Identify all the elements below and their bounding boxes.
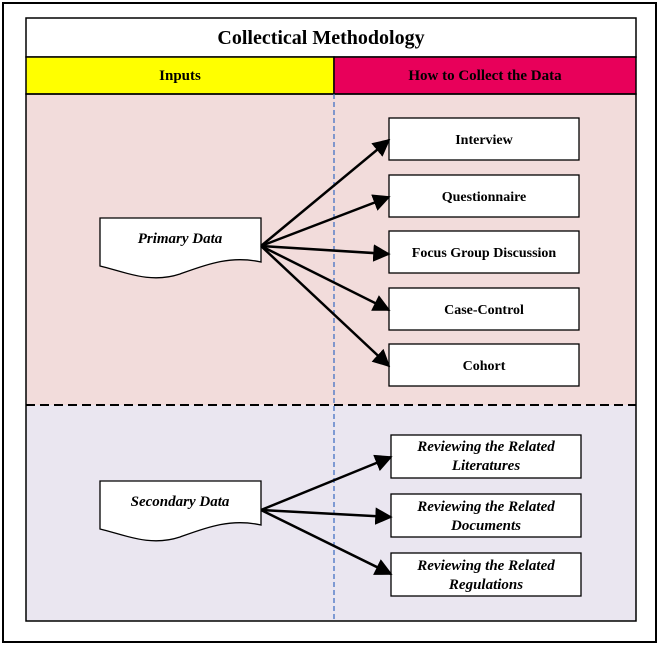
arrow-icon	[260, 138, 391, 247]
method-label-line1: Reviewing the Related	[416, 558, 555, 574]
method-label-line1: Reviewing the Related	[416, 439, 555, 455]
secondary-data-label: Secondary Data	[131, 494, 230, 510]
method-focus-group: Focus Group Discussion	[388, 230, 580, 274]
method-questionnaire: Questionnaire	[388, 174, 580, 218]
method-label: Interview	[455, 133, 513, 148]
method-cohort: Cohort	[388, 343, 580, 387]
method-review-literatures: Reviewing the Related Literatures	[390, 434, 582, 479]
method-case-control: Case-Control	[388, 287, 580, 331]
diagram-title: Collectical Methodology	[217, 27, 424, 49]
method-label: Questionnaire	[442, 190, 527, 205]
primary-data-label: Primary Data	[138, 231, 223, 247]
method-label-line2: Regulations	[448, 577, 523, 593]
arrow-icon	[260, 507, 393, 525]
method-label-line1: Reviewing the Related	[416, 499, 555, 515]
collect-header-cell	[333, 56, 637, 95]
method-label: Focus Group Discussion	[412, 246, 557, 261]
inputs-header: Inputs	[159, 68, 201, 84]
method-interview: Interview	[388, 117, 580, 161]
arrow-icon	[260, 454, 393, 512]
collect-header: How to Collect the Data	[408, 68, 562, 84]
content-border	[25, 93, 637, 622]
method-review-documents: Reviewing the Related Documents	[390, 493, 582, 538]
title-cell	[25, 17, 637, 58]
arrow-icon	[260, 194, 391, 248]
method-label: Cohort	[463, 359, 506, 374]
method-label: Case-Control	[444, 303, 524, 318]
method-label-line2: Literatures	[451, 458, 520, 474]
secondary-data-document	[99, 480, 262, 542]
method-review-regulations: Reviewing the Related Regulations	[390, 552, 582, 597]
method-label-line2: Documents	[450, 518, 521, 534]
arrow-icon	[260, 508, 393, 576]
primary-data-document	[99, 217, 262, 279]
arrow-icon	[260, 244, 391, 312]
arrow-icon	[260, 245, 391, 368]
arrow-icon	[260, 244, 391, 262]
